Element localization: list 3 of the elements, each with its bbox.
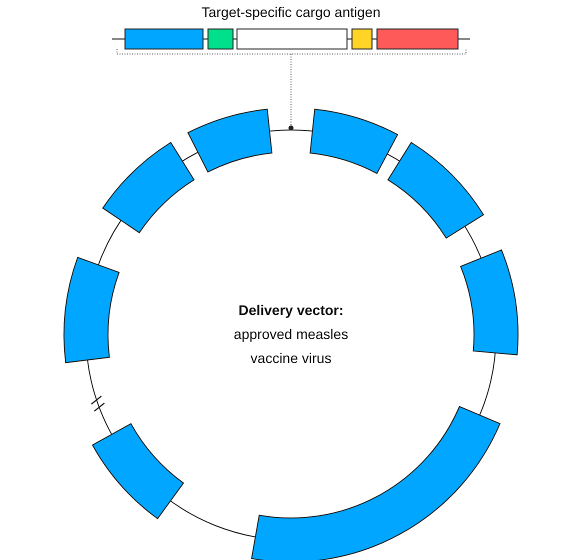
vector-heading: Delivery vector:	[237, 301, 345, 320]
vector-description: approved measles vaccine virus	[232, 325, 350, 368]
cargo-title: Target-specific cargo antigen	[200, 3, 382, 22]
